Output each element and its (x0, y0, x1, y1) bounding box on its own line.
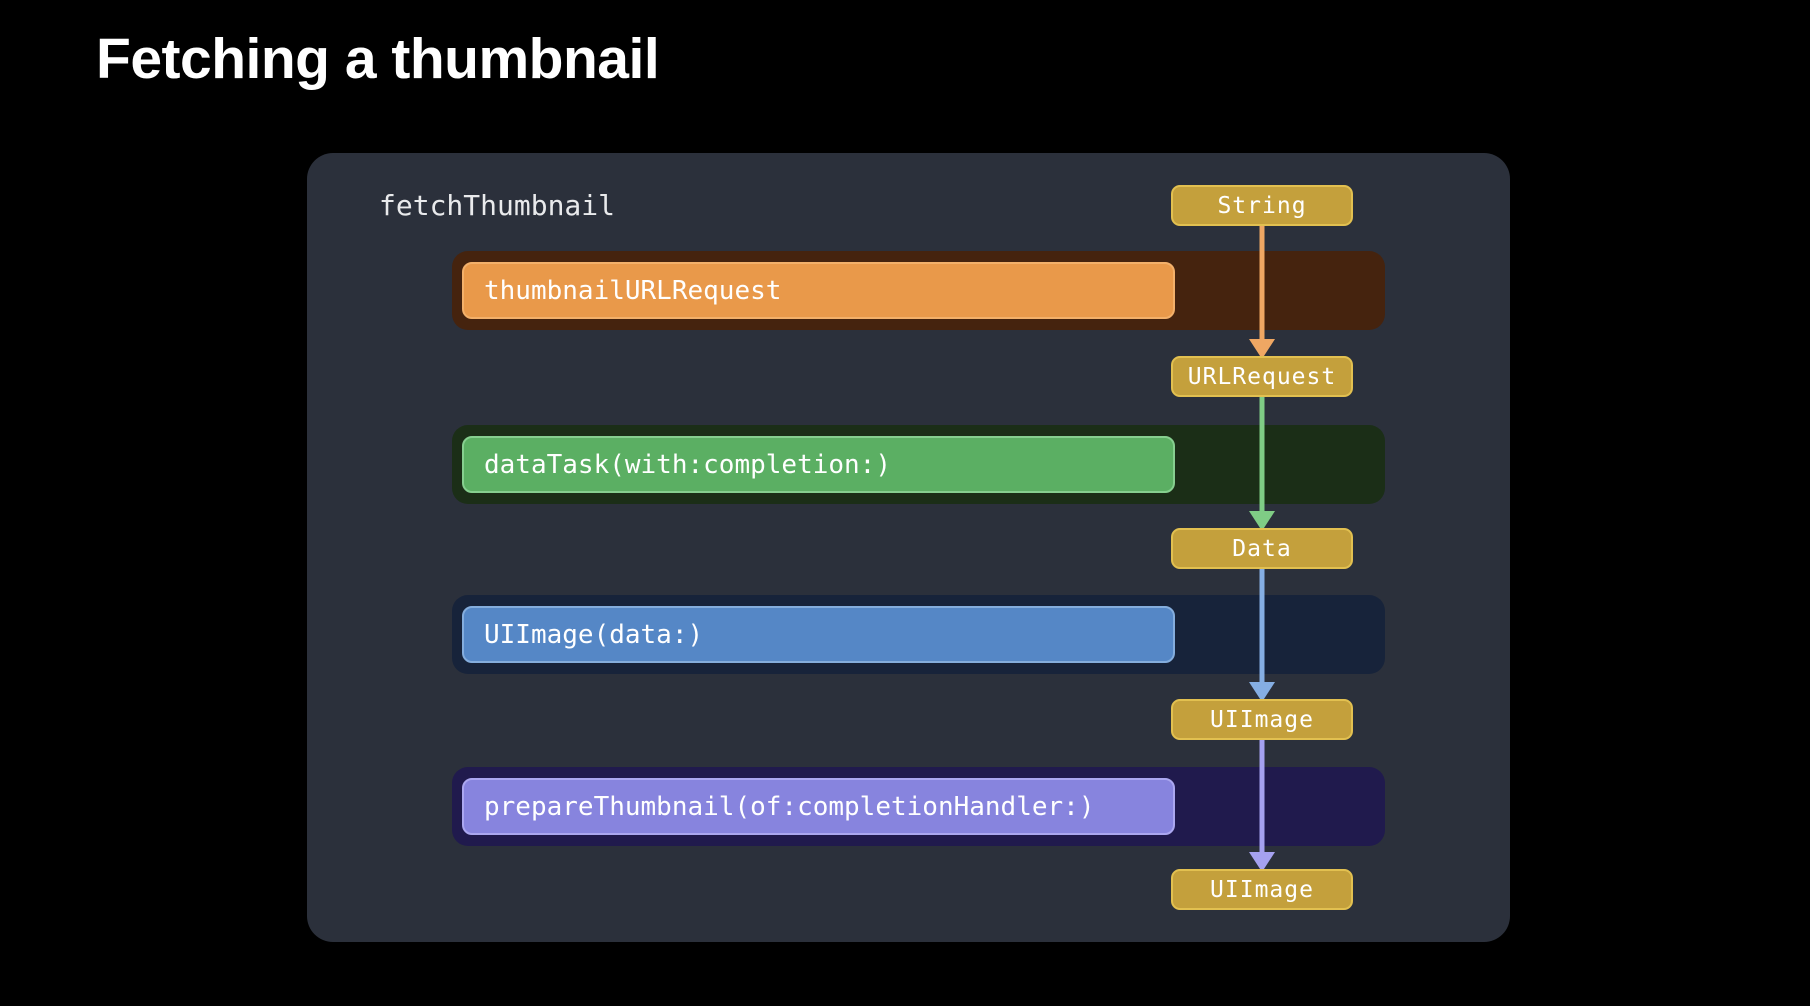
call-bar-preparethumbnail: prepareThumbnail(of:completionHandler:) (462, 778, 1175, 835)
value-badge-urlrequest: URLRequest (1171, 356, 1353, 397)
value-badge-label: URLRequest (1187, 363, 1337, 390)
value-badge-uiimage-final: UIImage (1171, 869, 1353, 910)
call-track-thumbnailurlrequest: thumbnailURLRequest (452, 251, 1385, 330)
value-badge-label: String (1217, 192, 1307, 219)
call-track-uiimage-init: UIImage(data:) (452, 595, 1385, 674)
call-track-preparethumbnail: prepareThumbnail(of:completionHandler:) (452, 767, 1385, 846)
value-badge-label: Data (1232, 535, 1292, 562)
value-badge-uiimage: UIImage (1171, 699, 1353, 740)
value-badge-label: UIImage (1210, 876, 1314, 903)
call-bar-uiimage-init: UIImage(data:) (462, 606, 1175, 663)
slide-title: Fetching a thumbnail (96, 27, 660, 91)
call-bar-datatask: dataTask(with:completion:) (462, 436, 1175, 493)
call-track-datatask: dataTask(with:completion:) (452, 425, 1385, 504)
call-bar-label: dataTask(with:completion:) (484, 449, 891, 480)
call-bar-label: UIImage(data:) (484, 619, 704, 650)
value-badge-label: UIImage (1210, 706, 1314, 733)
call-bar-thumbnailurlrequest: thumbnailURLRequest (462, 262, 1175, 319)
value-badge-string: String (1171, 185, 1353, 226)
diagram-panel: fetchThumbnail thumbnailURLRequest (307, 153, 1510, 942)
call-bar-label: prepareThumbnail(of:completionHandler:) (484, 791, 1095, 822)
call-bar-label: thumbnailURLRequest (484, 275, 782, 306)
function-name-label: fetchThumbnail (379, 189, 616, 222)
value-badge-data: Data (1171, 528, 1353, 569)
